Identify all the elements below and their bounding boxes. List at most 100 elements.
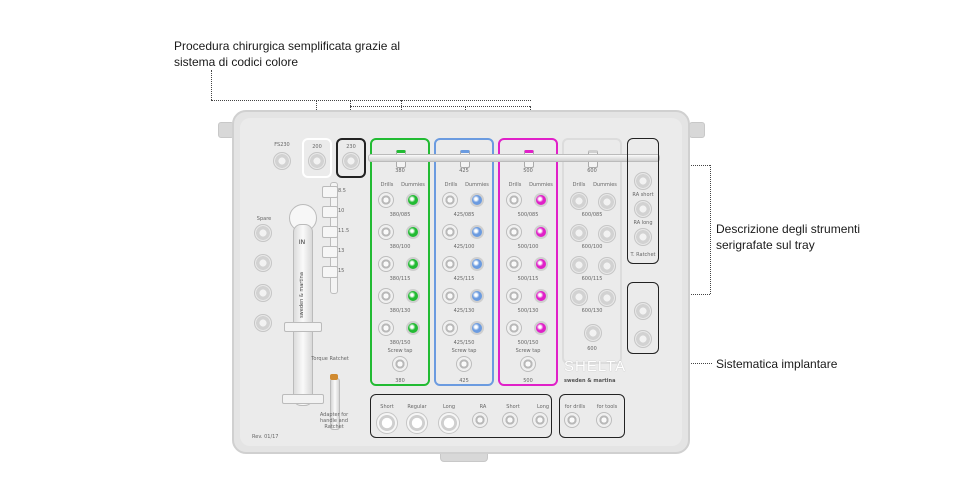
drill-hole — [506, 224, 522, 240]
drill-hole — [378, 192, 394, 208]
drill-size-label: 380/150 — [389, 340, 411, 346]
spare-hole — [254, 254, 272, 272]
bottom-item-label: RA — [479, 404, 487, 410]
column-bottom-label: 600 — [587, 346, 597, 352]
drill-hole — [506, 256, 522, 272]
drill-hole — [506, 288, 522, 304]
column-bottom-label: 380 — [395, 378, 405, 384]
drill-column-grey — [562, 138, 622, 364]
leader-line — [350, 106, 530, 107]
leader-line — [350, 100, 351, 116]
drill-hole — [442, 320, 458, 336]
depth-stop-label: 13 — [338, 248, 345, 254]
drill-size-label: 425/115 — [453, 276, 475, 282]
depth-stop — [322, 266, 338, 278]
drill-column-blue — [434, 138, 494, 386]
drill-rod — [368, 154, 660, 162]
depth-stop-rail — [330, 182, 338, 294]
callout-color-codes-line1: Procedura chirurgica semplificata grazie… — [174, 39, 401, 53]
drill-size-label: 500/150 — [517, 340, 539, 346]
dummy-implant — [470, 289, 484, 303]
right-tools-box — [627, 138, 659, 264]
depth-stop — [322, 226, 338, 238]
screw-tap-label: Screw tap — [387, 348, 413, 354]
drill-size-label: 500/100 — [517, 244, 539, 250]
bottom-item-hole — [438, 412, 460, 434]
adapter-label: Adapter for handle and Ratchet — [319, 412, 349, 430]
drill-hole — [570, 224, 588, 242]
drills-header: Drills — [444, 182, 458, 188]
tray-inner-panel — [240, 118, 682, 446]
drill-size-label: 500/130 — [517, 308, 539, 314]
rev-label: Rev. 01/17 — [252, 434, 279, 440]
dummy-implant — [598, 193, 616, 211]
drill-size-label: 380/115 — [389, 276, 411, 282]
torque-adapter-tip — [330, 374, 338, 380]
column-top-label: 380 — [395, 168, 405, 174]
fs230-hole — [273, 152, 291, 170]
bottom-item-hole — [406, 412, 428, 434]
screw-tap — [520, 356, 536, 372]
pilot-200-label: 200 — [312, 144, 322, 150]
depth-stop-label: 15 — [338, 268, 345, 274]
depth-stop — [322, 246, 338, 258]
ratchet-brand-label: sweden & martina — [299, 272, 305, 318]
dummy-implant — [406, 193, 420, 207]
dummy-implant — [598, 225, 616, 243]
drill-size-label: 380/085 — [389, 212, 411, 218]
drill-hole — [378, 288, 394, 304]
bottom-item-label: Long — [442, 404, 456, 410]
drill-size-label: 380/100 — [389, 244, 411, 250]
screw-tap-hole — [584, 324, 602, 342]
depth-stop — [322, 206, 338, 218]
column-bottom-label: 425 — [459, 378, 469, 384]
dummy-implant — [470, 321, 484, 335]
dummies-header: Dummies — [465, 182, 489, 188]
drill-hole — [378, 320, 394, 336]
bottom-item-hole — [596, 412, 612, 428]
surgical-tray: FS230 200 230 Spare IN sweden & martina … — [232, 110, 690, 454]
screw-tap — [456, 356, 472, 372]
right-tools-box-2 — [627, 282, 659, 354]
bottom-section-2 — [559, 394, 625, 438]
dummy-implant — [470, 193, 484, 207]
bottom-section-1 — [370, 394, 552, 438]
spare-hole — [254, 284, 272, 302]
dummy-implant — [534, 257, 548, 271]
dummies-header: Dummies — [593, 182, 617, 188]
dummy-implant — [470, 257, 484, 271]
right-tool-hole — [634, 172, 652, 190]
leader-line — [316, 100, 317, 116]
leader-line — [211, 70, 212, 100]
pilot-200-hole — [308, 152, 326, 170]
dummy-implant — [406, 289, 420, 303]
column-bottom-label: 500 — [523, 378, 533, 384]
spare-hole — [254, 224, 272, 242]
depth-stop — [322, 186, 338, 198]
ra-long-hole — [634, 228, 652, 246]
drill-size-label: 425/085 — [453, 212, 475, 218]
ra-long-label: RA long — [633, 220, 653, 226]
bottom-item-hole — [532, 412, 548, 428]
bottom-item-hole — [376, 412, 398, 434]
drill-hole — [506, 192, 522, 208]
screw-tap-label: Screw tap — [451, 348, 477, 354]
right-tool-hole — [634, 302, 652, 320]
leader-line — [211, 100, 531, 101]
column-top-label: 425 — [459, 168, 469, 174]
spare-hole — [254, 314, 272, 332]
dummy-implant — [406, 225, 420, 239]
callout-tools-line1: Descrizione degli strumenti — [716, 222, 861, 236]
pilot-230-hole — [342, 152, 360, 170]
drill-column-magenta — [498, 138, 558, 386]
drill-hole — [506, 320, 522, 336]
depth-stop-label: 11.5 — [338, 228, 350, 234]
leader-line — [401, 100, 402, 116]
dummy-implant — [406, 321, 420, 335]
drill-hole — [442, 256, 458, 272]
drill-size-label: 425/130 — [453, 308, 475, 314]
right-tool-hole — [634, 330, 652, 348]
column-top-label: 500 — [523, 168, 533, 174]
bottom-item-label: for tools — [596, 404, 618, 410]
drill-size-label: 600/085 — [581, 212, 603, 218]
